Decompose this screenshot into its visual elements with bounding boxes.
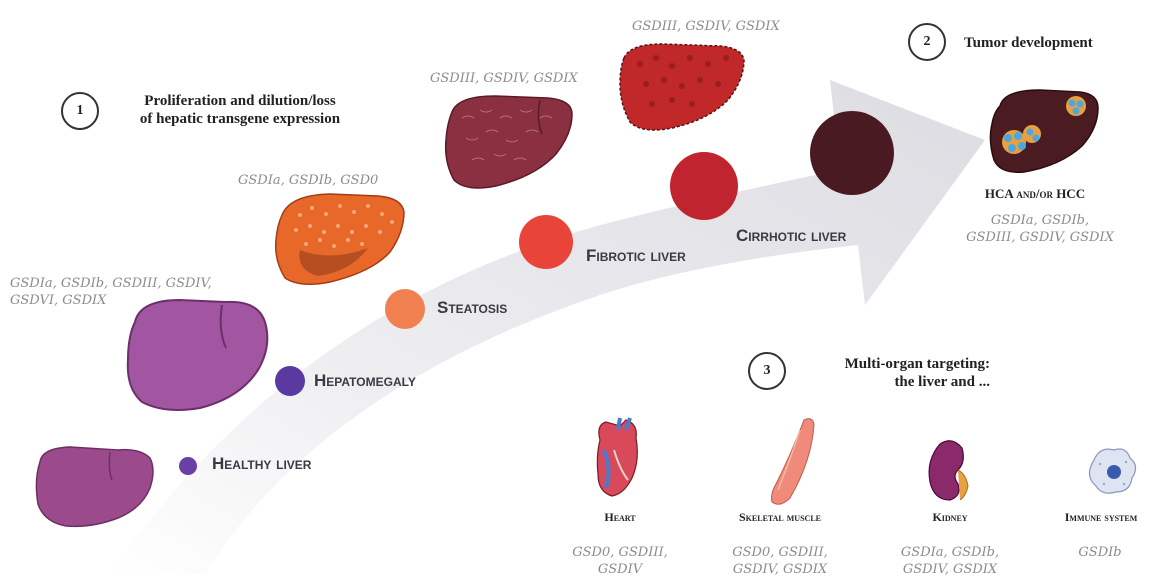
stage-label-steatosis: Steatosis xyxy=(437,298,507,318)
steatosis-dot xyxy=(385,289,425,329)
organ-name-kidney: Kidney xyxy=(910,510,990,525)
step3-title: Multi-organ targeting: the liver and ... xyxy=(790,355,990,391)
gsd-steatosis: GSDIa, GSDIb, GSD0 xyxy=(238,172,378,189)
tumor-dot xyxy=(810,111,894,195)
cirrhotic-dot xyxy=(670,152,738,220)
organ-gsd-heart: GSD0, GSDIII, GSDIV xyxy=(560,544,680,578)
gsd-tumor: GSDIa, GSDIb, GSDIII, GSDIV, GSDIX xyxy=(950,212,1130,246)
tumor-nodule-right xyxy=(1066,96,1086,116)
organ-gsd-kidney: GSDIa, GSDIb, GSDIV, GSDIX xyxy=(890,544,1010,578)
organ-name-skeletal-muscle: Skeletal muscle xyxy=(710,510,850,525)
skeletal-muscle-icon xyxy=(772,419,815,505)
hepatomegaly-dot xyxy=(275,366,305,396)
organ-gsd-immune-system: GSDIb xyxy=(1060,544,1140,561)
step3-line1: Multi-organ targeting: xyxy=(790,355,990,373)
steatosis-liver-image xyxy=(276,194,404,284)
gsd-fibrotic: GSDIII, GSDIV, GSDIX xyxy=(430,70,578,87)
healthy-liver-image xyxy=(36,447,153,526)
step1-line2: of hepatic transgene expression xyxy=(110,110,370,128)
healthy-dot xyxy=(179,457,197,475)
stage-label-fibrotic: Fibrotic liver xyxy=(586,246,686,266)
step2-title: Tumor development xyxy=(964,34,1093,52)
tumor-label: HCA and/or HCC xyxy=(960,186,1110,202)
stage-label-healthy: Healthy liver xyxy=(212,454,311,474)
step1-line1: Proliferation and dilution/loss xyxy=(110,92,370,110)
gsd-cirrhotic: GSDIII, GSDIV, GSDIX xyxy=(632,18,780,35)
fibrotic-liver-image xyxy=(446,96,572,188)
kidney-icon xyxy=(929,441,968,500)
step3-line2: the liver and ... xyxy=(790,373,990,391)
stage-label-cirrhotic: Cirrhotic liver xyxy=(736,226,846,246)
organ-name-immune-system: Immune system xyxy=(1046,510,1156,525)
hepatomegaly-liver-image xyxy=(128,300,268,410)
step2-number: 2 xyxy=(908,23,946,61)
gsd-hepatomegaly: GSDIa, GSDIb, GSDIII, GSDIV, GSDVI, GSDI… xyxy=(10,275,212,309)
organ-gsd-skeletal-muscle: GSD0, GSDIII, GSDIV, GSDIX xyxy=(720,544,840,578)
immune-cell-icon xyxy=(1089,449,1135,493)
step1-title: Proliferation and dilution/loss of hepat… xyxy=(110,92,370,128)
organ-name-heart: Heart xyxy=(580,510,660,525)
tumor-liver-image xyxy=(990,90,1098,172)
cirrhotic-liver-image xyxy=(620,44,744,130)
fibrotic-dot xyxy=(519,215,573,269)
step1-number: 1 xyxy=(61,92,99,130)
stage-label-hepatomegaly: Hepatomegaly xyxy=(314,371,416,391)
step3-number: 3 xyxy=(748,352,786,390)
heart-icon xyxy=(597,418,637,496)
